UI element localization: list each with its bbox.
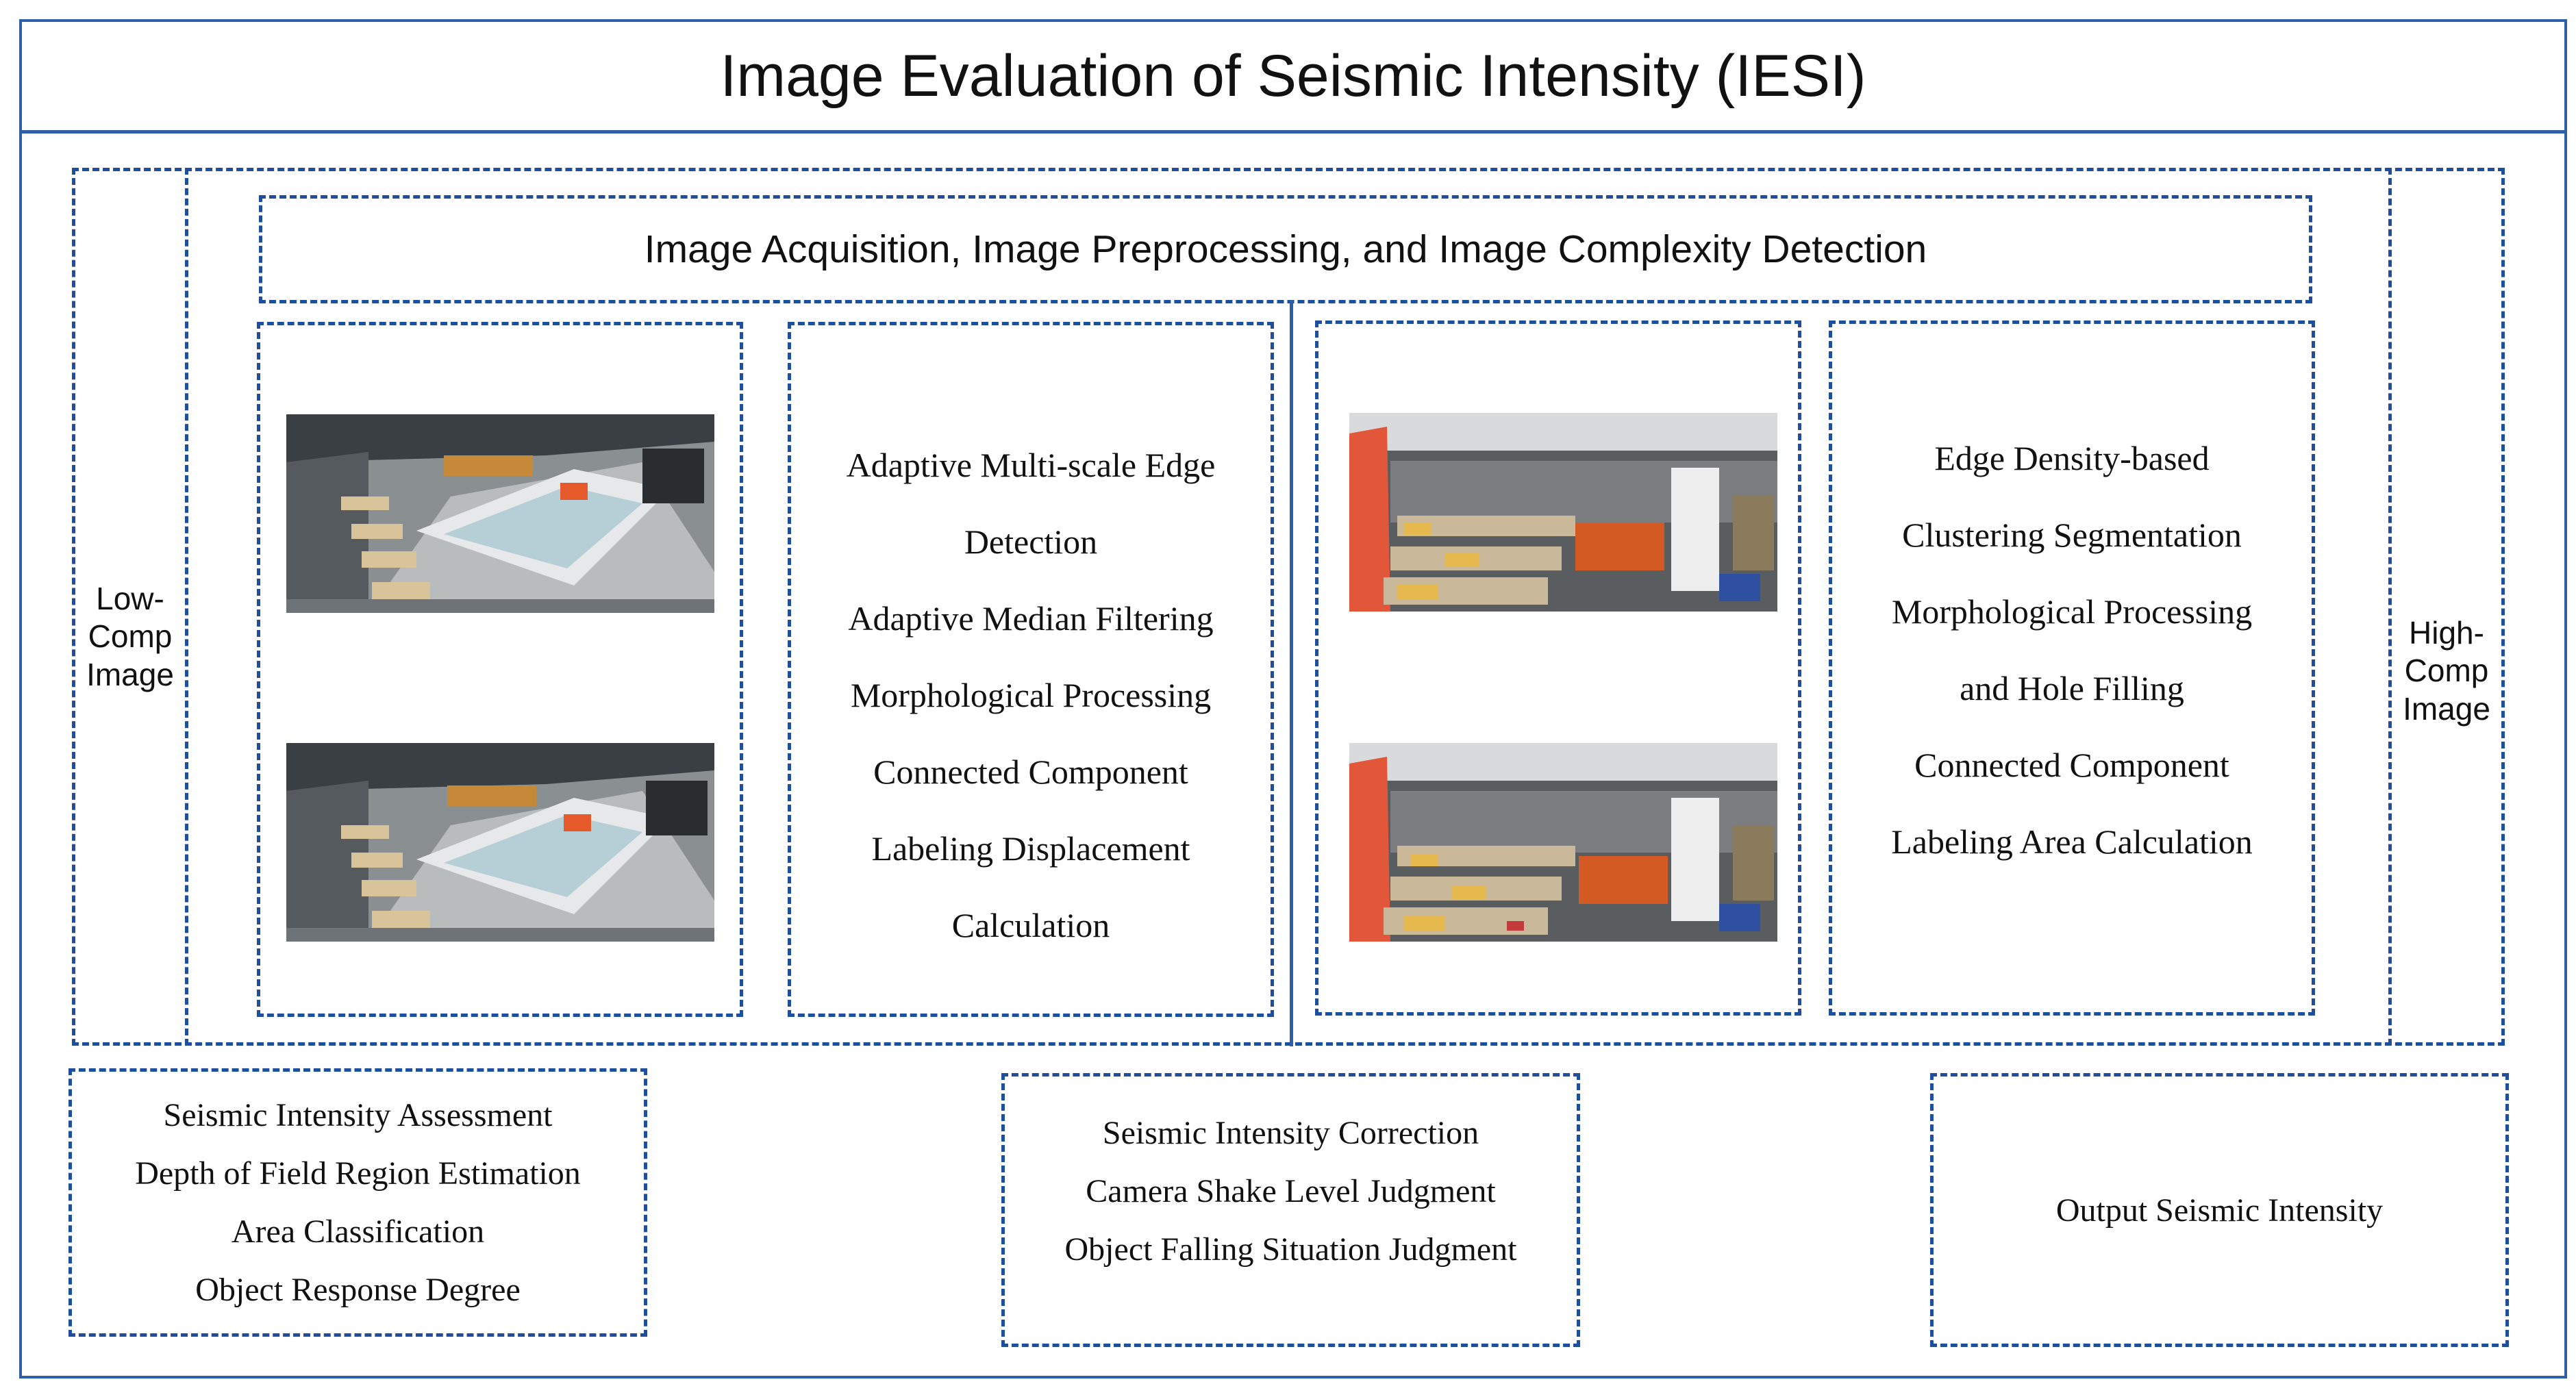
low-comp-line-2: Comp [88, 618, 173, 655]
high-comp-steps-panel: Edge Density-based Clustering Segmentati… [1829, 320, 2315, 1016]
high-comp-line-1: High- [2409, 615, 2484, 651]
low-comp-frame-before [286, 414, 714, 613]
low-step-2: Detection [964, 523, 1098, 561]
assessment-box: Seismic Intensity Assessment Depth of Fi… [68, 1068, 647, 1337]
low-step-3: Adaptive Median Filtering [848, 599, 1214, 638]
high-comp-frame-after [1349, 743, 1777, 942]
low-comp-images-panel [257, 322, 743, 1017]
high-step-4: and Hole Filling [1960, 669, 2184, 707]
diagram-title: Image Evaluation of Seismic Intensity (I… [720, 42, 1866, 109]
outer-frame [19, 19, 2567, 1379]
assessment-line-3: Area Classification [231, 1213, 485, 1250]
high-step-5: Connected Component [1914, 746, 2229, 784]
output-box: Output Seismic Intensity [1930, 1073, 2509, 1347]
title-divider [19, 130, 2567, 134]
high-step-1: Edge Density-based [1934, 439, 2210, 477]
low-step-5: Connected Component [873, 753, 1188, 791]
center-divider [1290, 300, 1293, 1046]
low-comp-line-1: Low- [96, 581, 164, 617]
acquisition-box: Image Acquisition, Image Preprocessing, … [259, 195, 2312, 303]
high-comp-images-panel [1315, 320, 1801, 1016]
high-step-6: Labeling Area Calculation [1891, 822, 2253, 861]
low-step-4: Morphological Processing [850, 676, 1212, 714]
high-comp-label: High- Comp Image [2390, 596, 2503, 746]
low-comp-line-3: Image [86, 656, 174, 692]
low-comp-separator [185, 168, 188, 1046]
low-step-7: Calculation [951, 906, 1110, 944]
assessment-line-1: Seismic Intensity Assessment [163, 1097, 553, 1133]
high-comp-frame-before [1349, 413, 1777, 612]
assessment-line-4: Object Response Degree [195, 1272, 521, 1308]
correction-line-3: Object Falling Situation Judgment [1064, 1231, 1517, 1268]
high-step-3: Morphological Processing [1891, 592, 2253, 631]
correction-box: Seismic Intensity Correction Camera Shak… [1001, 1073, 1580, 1347]
high-comp-separator [2388, 168, 2392, 1046]
high-step-2: Clustering Segmentation [1902, 516, 2242, 554]
low-comp-steps-panel: Adaptive Multi-scale Edge Detection Adap… [788, 322, 1274, 1017]
correction-line-1: Seismic Intensity Correction [1102, 1115, 1479, 1151]
high-comp-line-2: Comp [2404, 653, 2489, 689]
assessment-line-2: Depth of Field Region Estimation [135, 1155, 581, 1192]
low-comp-label: Low- Comp Image [74, 562, 186, 712]
low-step-1: Adaptive Multi-scale Edge [846, 446, 1216, 484]
main-process-region [72, 168, 2505, 1046]
low-comp-frame-after [286, 743, 714, 942]
low-step-6: Labeling Displacement [871, 829, 1190, 868]
high-comp-line-3: Image [2403, 690, 2490, 727]
correction-line-2: Camera Shake Level Judgment [1086, 1173, 1496, 1209]
